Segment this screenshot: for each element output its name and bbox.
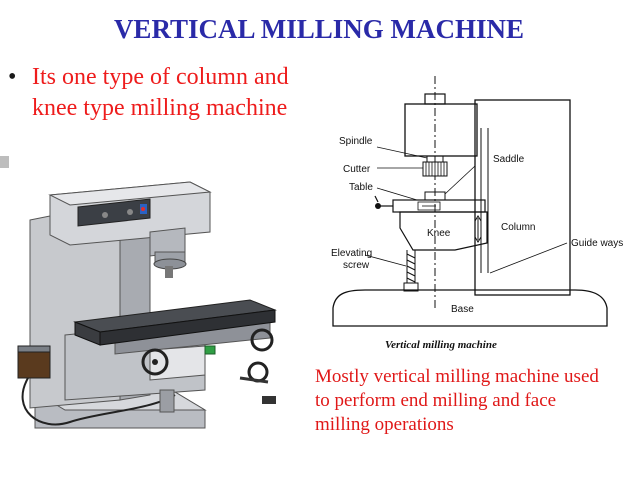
diagram-caption: Vertical milling machine <box>385 339 497 351</box>
slide-edge-marker <box>0 156 9 168</box>
label-column: Column <box>501 222 535 233</box>
bullet-point: • Its one type of column and knee type m… <box>8 62 308 124</box>
label-knee: Knee <box>427 228 451 239</box>
label-guide-ways: Guide ways <box>571 238 623 249</box>
label-saddle: Saddle <box>493 154 525 165</box>
label-table: Table <box>349 182 373 193</box>
label-cutter: Cutter <box>343 164 371 175</box>
label-spindle: Spindle <box>339 136 373 147</box>
bullet-symbol: • <box>8 64 17 90</box>
slide-title: VERTICAL MILLING MACHINE <box>113 14 525 44</box>
slide-caption: Mostly vertical milling machine used to … <box>315 366 599 435</box>
milling-machine-illustration <box>17 181 277 429</box>
milling-machine-diagram: Spindle Cutter Table Saddle Knee Column … <box>331 76 623 351</box>
label-screw: screw <box>343 260 370 271</box>
label-base: Base <box>451 304 474 315</box>
label-elevating: Elevating <box>331 248 372 259</box>
bullet-text: Its one type of column and knee type mil… <box>32 64 289 121</box>
